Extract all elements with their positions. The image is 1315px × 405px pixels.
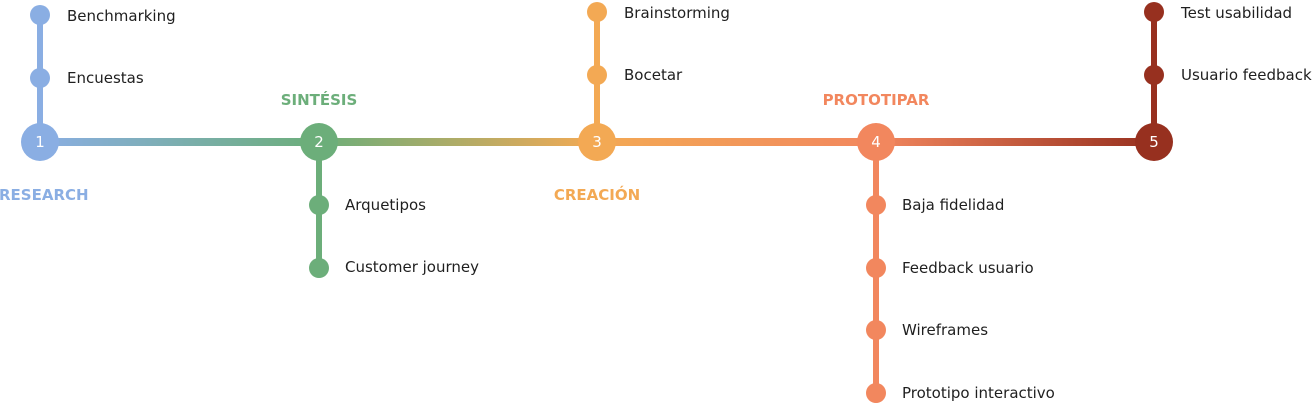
phase-3-label: CREACIÓN <box>554 185 640 204</box>
phase-1-item-2: Encuestas <box>67 69 144 87</box>
phase-2-item-dot <box>309 195 329 215</box>
phase-4-item-dot <box>866 195 886 215</box>
phase-4-item-3: Wireframes <box>902 321 988 339</box>
phase-2-label: SINTÉSIS <box>281 90 358 109</box>
phase-5-item-dot <box>1144 65 1164 85</box>
phase-4: Baja fidelidad Feedback usuario Wirefram… <box>823 91 1055 403</box>
phase-4-item-1: Baja fidelidad <box>902 196 1004 214</box>
phase-1-item-dot <box>30 5 50 25</box>
phase-3-node <box>578 123 616 161</box>
phase-5-item-2: Usuario feedback <box>1181 66 1312 84</box>
phase-5-node <box>1135 123 1173 161</box>
phase-2-item-dot <box>309 258 329 278</box>
phase-1-item-1: Benchmarking <box>67 7 176 25</box>
phase-3-number: 3 <box>592 133 602 151</box>
phase-1-item-dot <box>30 68 50 88</box>
phase-2: Arquetipos Customer journey 2 SINTÉSIS <box>281 90 479 278</box>
phase-5: Test usabilidad Usuario feedback 5 <box>1135 2 1312 161</box>
phase-1-label: RESEARCH <box>0 186 89 204</box>
phase-4-number: 4 <box>871 133 881 151</box>
phase-3-item-2: Bocetar <box>624 66 683 84</box>
phase-2-item-2: Customer journey <box>345 258 479 276</box>
phase-4-item-2: Feedback usuario <box>902 259 1034 277</box>
phase-3-item-dot <box>587 65 607 85</box>
phase-1-node <box>21 123 59 161</box>
phase-5-number: 5 <box>1149 133 1159 151</box>
phase-2-number: 2 <box>314 133 324 151</box>
phase-2-node <box>300 123 338 161</box>
phase-2-item-1: Arquetipos <box>345 196 426 214</box>
phase-1-number: 1 <box>35 133 45 151</box>
phase-4-label: PROTOTIPAR <box>823 91 930 109</box>
phase-4-item-dot <box>866 383 886 403</box>
phase-4-item-4: Prototipo interactivo <box>902 384 1055 402</box>
phase-4-node <box>857 123 895 161</box>
phase-5-item-1: Test usabilidad <box>1180 4 1292 22</box>
phase-3-item-1: Brainstorming <box>624 4 730 22</box>
phase-4-item-dot <box>866 320 886 340</box>
phase-4-item-dot <box>866 258 886 278</box>
phase-5-item-dot <box>1144 2 1164 22</box>
phase-1: Benchmarking Encuestas 1 RESEARCH <box>0 5 176 204</box>
phase-3: Brainstorming Bocetar 3 CREACIÓN <box>554 2 730 204</box>
phase-3-item-dot <box>587 2 607 22</box>
